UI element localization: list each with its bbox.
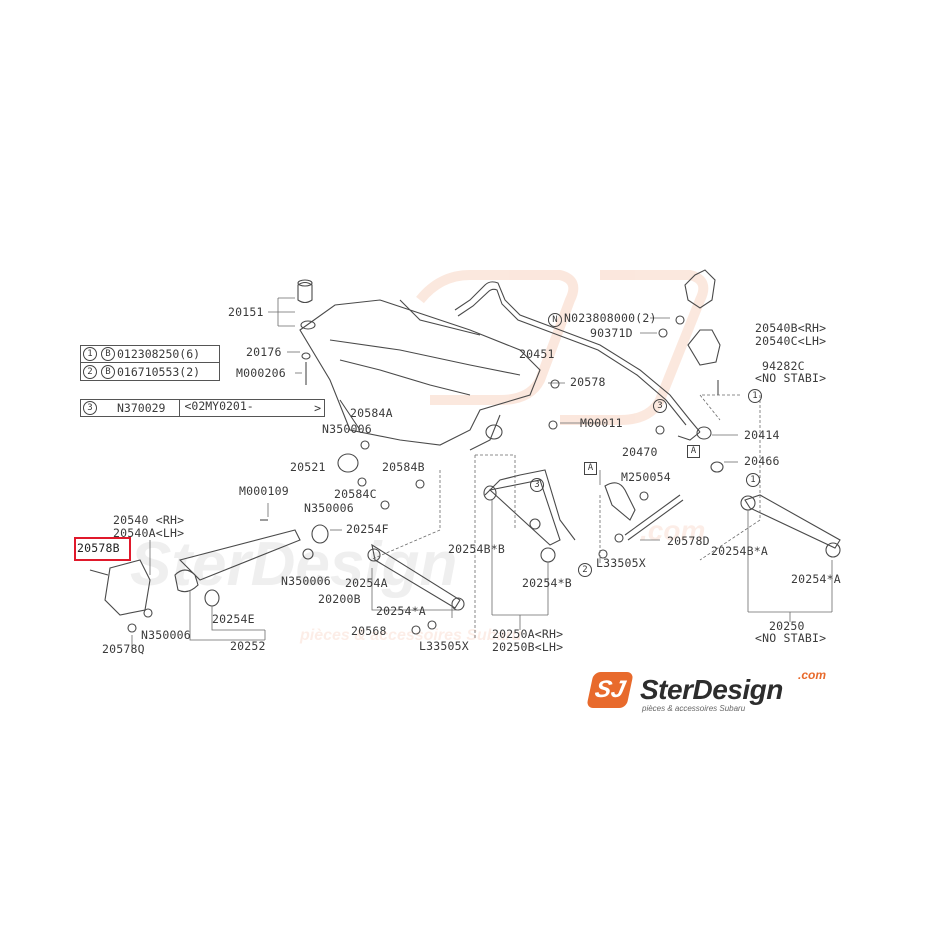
callout-circle-1: 1 xyxy=(83,347,97,361)
part-label: 20254F xyxy=(346,522,389,536)
callout: 1 xyxy=(744,472,762,487)
part-label: 20254A xyxy=(345,576,388,590)
legend-row-1: 1 B 012308250(6) xyxy=(80,345,220,363)
part-label: 20250B<LH> xyxy=(492,640,564,654)
svg-text:SterDesign: SterDesign xyxy=(130,530,457,599)
part-label: N350006 xyxy=(304,501,354,515)
part-label: 20470 xyxy=(622,445,658,459)
callout: 1 xyxy=(746,388,764,403)
callout-circle-n: N xyxy=(548,313,562,327)
part-label: L33505X xyxy=(596,556,646,570)
part-label: 20151 xyxy=(228,305,264,319)
part-label: 90371D xyxy=(590,326,633,340)
part-label: 20578 xyxy=(570,375,606,389)
part-label: 20414 xyxy=(744,428,780,442)
part-label: M000206 xyxy=(236,366,286,380)
part-label: 20250A<RH> xyxy=(492,627,564,641)
logo-domain: .com xyxy=(798,668,827,682)
part-label: <NO STABI> xyxy=(755,371,827,385)
part-label: 20568 xyxy=(351,624,387,638)
part-label: 20584A xyxy=(350,406,393,420)
watermark xyxy=(416,270,709,425)
part-label: 20250 xyxy=(769,619,805,633)
part-label: 20200B xyxy=(318,592,361,606)
callout-circle-b: B xyxy=(101,364,115,379)
part-label: 20254E xyxy=(212,612,255,626)
part-label: 94282C xyxy=(762,359,805,373)
part-label: 20254B*A xyxy=(711,544,768,558)
part-label: 20451 xyxy=(519,347,555,361)
callout: 2 xyxy=(576,562,594,577)
part-label: 20254*A xyxy=(376,604,426,618)
legend-row-3: 3 N370029 <02MY0201- > xyxy=(80,399,325,417)
part-label: N350006 xyxy=(281,574,331,588)
brand-logo: SJ SterDesign .com pièces & accessoires … xyxy=(586,668,850,718)
part-label: 20540 <RH> xyxy=(113,513,185,527)
frame-subframe xyxy=(297,279,541,510)
leader-lines xyxy=(131,297,833,650)
logo-mark: SJ xyxy=(586,672,634,708)
logo-name: SterDesign xyxy=(640,674,783,705)
legend-row-2: 2 B 016710553(2) xyxy=(80,363,220,381)
part-label: 20176 xyxy=(246,345,282,359)
part-label: 20540B<RH> xyxy=(755,321,827,335)
part-label: 20578D xyxy=(667,534,710,548)
section-marker-a: A xyxy=(687,445,700,458)
part-label: 20252 xyxy=(230,639,266,653)
part-label: L33505X xyxy=(419,639,469,653)
logo-tagline: pièces & accessoires Subaru xyxy=(642,704,746,713)
part-label: N350006 xyxy=(141,628,191,642)
legend-code: N370029 xyxy=(117,401,166,415)
part-label: N350006 xyxy=(322,422,372,436)
legend-code: 012308250(6) xyxy=(117,347,201,361)
part-label: 20466 xyxy=(744,454,780,468)
part-label: 20254*B xyxy=(522,576,572,590)
callout-circle-b: B xyxy=(101,347,115,361)
part-label: 20584B xyxy=(382,460,425,474)
part-label: 20540C<LH> xyxy=(755,334,827,348)
lateral-links xyxy=(89,379,841,635)
part-label: 20254B*B xyxy=(448,542,505,556)
part-label: M00011 xyxy=(580,416,623,430)
part-label: 20254*A xyxy=(791,572,841,586)
legend-code: 016710553(2) xyxy=(117,364,201,379)
part-label: 20578Q xyxy=(102,642,145,656)
callout-circle-2: 2 xyxy=(83,364,97,379)
section-marker-a: A xyxy=(584,462,597,475)
part-label: M000109 xyxy=(239,484,289,498)
part-label: 20584C xyxy=(334,487,377,501)
callout: 3 xyxy=(528,477,546,492)
part-label: 20540A<LH> xyxy=(113,526,185,540)
legend-range: <02MY0201- xyxy=(179,399,254,417)
legend-range-end: > xyxy=(314,401,321,415)
part-label: <NO STABI> xyxy=(755,631,827,645)
highlight-box xyxy=(74,537,131,561)
part-label: M250054 xyxy=(621,470,671,484)
callout-circle-3: 3 xyxy=(83,401,97,415)
svg-text:.com: .com xyxy=(640,515,705,546)
highlighted-part-label[interactable]: 20578B xyxy=(77,541,120,555)
stabilizer-bar xyxy=(454,269,724,473)
callout: 3 xyxy=(651,398,669,413)
part-label: 20521 xyxy=(290,460,326,474)
svg-text:pièces & accessoires Subaru: pièces & accessoires Subaru xyxy=(299,627,522,644)
